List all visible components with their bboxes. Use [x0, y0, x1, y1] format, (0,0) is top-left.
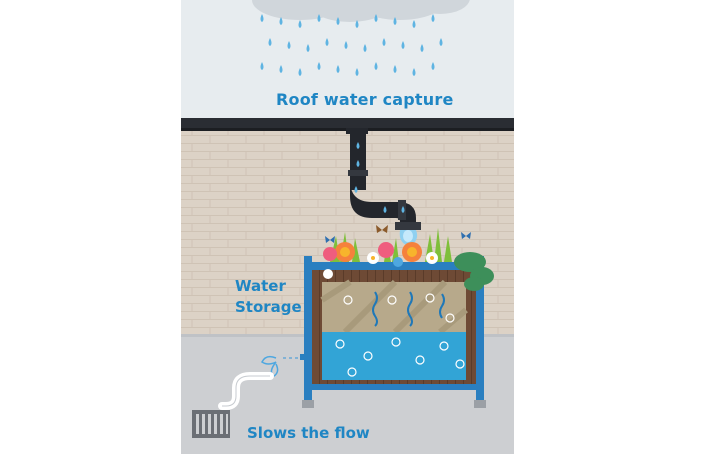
- butterfly-icon: [325, 225, 471, 243]
- rain-drop: [279, 17, 283, 25]
- bubble: [391, 337, 401, 347]
- bubble: [415, 355, 425, 365]
- rain-drop: [344, 41, 348, 49]
- water-storage: [322, 332, 466, 380]
- rain-drop: [393, 17, 397, 25]
- rain-drop: [355, 20, 359, 28]
- logo-badge: [323, 269, 333, 279]
- bubble: [343, 295, 353, 305]
- bubble: [335, 339, 345, 349]
- plants: [323, 228, 494, 291]
- rain-drop: [431, 14, 435, 22]
- rain-drop: [420, 44, 424, 52]
- rain-drop: [279, 65, 283, 73]
- bubble: [363, 351, 373, 361]
- bubble: [347, 367, 357, 377]
- rain-drop: [355, 68, 359, 76]
- rain-drop: [298, 68, 302, 76]
- rain-drop: [393, 65, 397, 73]
- rain-drop: [431, 62, 435, 70]
- bubble: [455, 359, 465, 369]
- bubble: [445, 313, 455, 323]
- planter: [300, 256, 486, 408]
- rain-drop: [336, 17, 340, 25]
- water-storage-label-line1: Water: [235, 277, 286, 295]
- gutter: [181, 118, 514, 130]
- rain-drop: [374, 62, 378, 70]
- rain-drop: [363, 44, 367, 52]
- outflow-pipe: [218, 355, 298, 410]
- rain-drop: [382, 38, 386, 46]
- rain-drop: [336, 65, 340, 73]
- cloud-icon: [252, 0, 470, 22]
- rain-drop: [306, 44, 310, 52]
- flower-icon: [323, 242, 438, 267]
- bubble: [439, 341, 449, 351]
- water-storage-label-line2: Storage: [235, 298, 302, 316]
- water-storage-label: Water Storage: [235, 276, 302, 318]
- grate-icon: [192, 410, 230, 438]
- bubble: [387, 295, 397, 305]
- rain-drop: [412, 68, 416, 76]
- rain-drop: [374, 14, 378, 22]
- rain-drop: [260, 14, 264, 22]
- downpipe: [346, 128, 421, 230]
- rain-drop-icon: [260, 14, 443, 76]
- rain-drop: [260, 62, 264, 70]
- rain-drop: [401, 41, 405, 49]
- rain-drop: [325, 38, 329, 46]
- rain-drop: [439, 38, 443, 46]
- rain-drop: [287, 41, 291, 49]
- rain-drop: [412, 20, 416, 28]
- rain-drop: [298, 20, 302, 28]
- rain-drop: [268, 38, 272, 46]
- rain-drop: [317, 62, 321, 70]
- roof-water-capture-label: Roof water capture: [276, 90, 454, 109]
- slows-the-flow-label: Slows the flow: [247, 424, 370, 442]
- rain-drop: [317, 14, 321, 22]
- bubble: [425, 293, 435, 303]
